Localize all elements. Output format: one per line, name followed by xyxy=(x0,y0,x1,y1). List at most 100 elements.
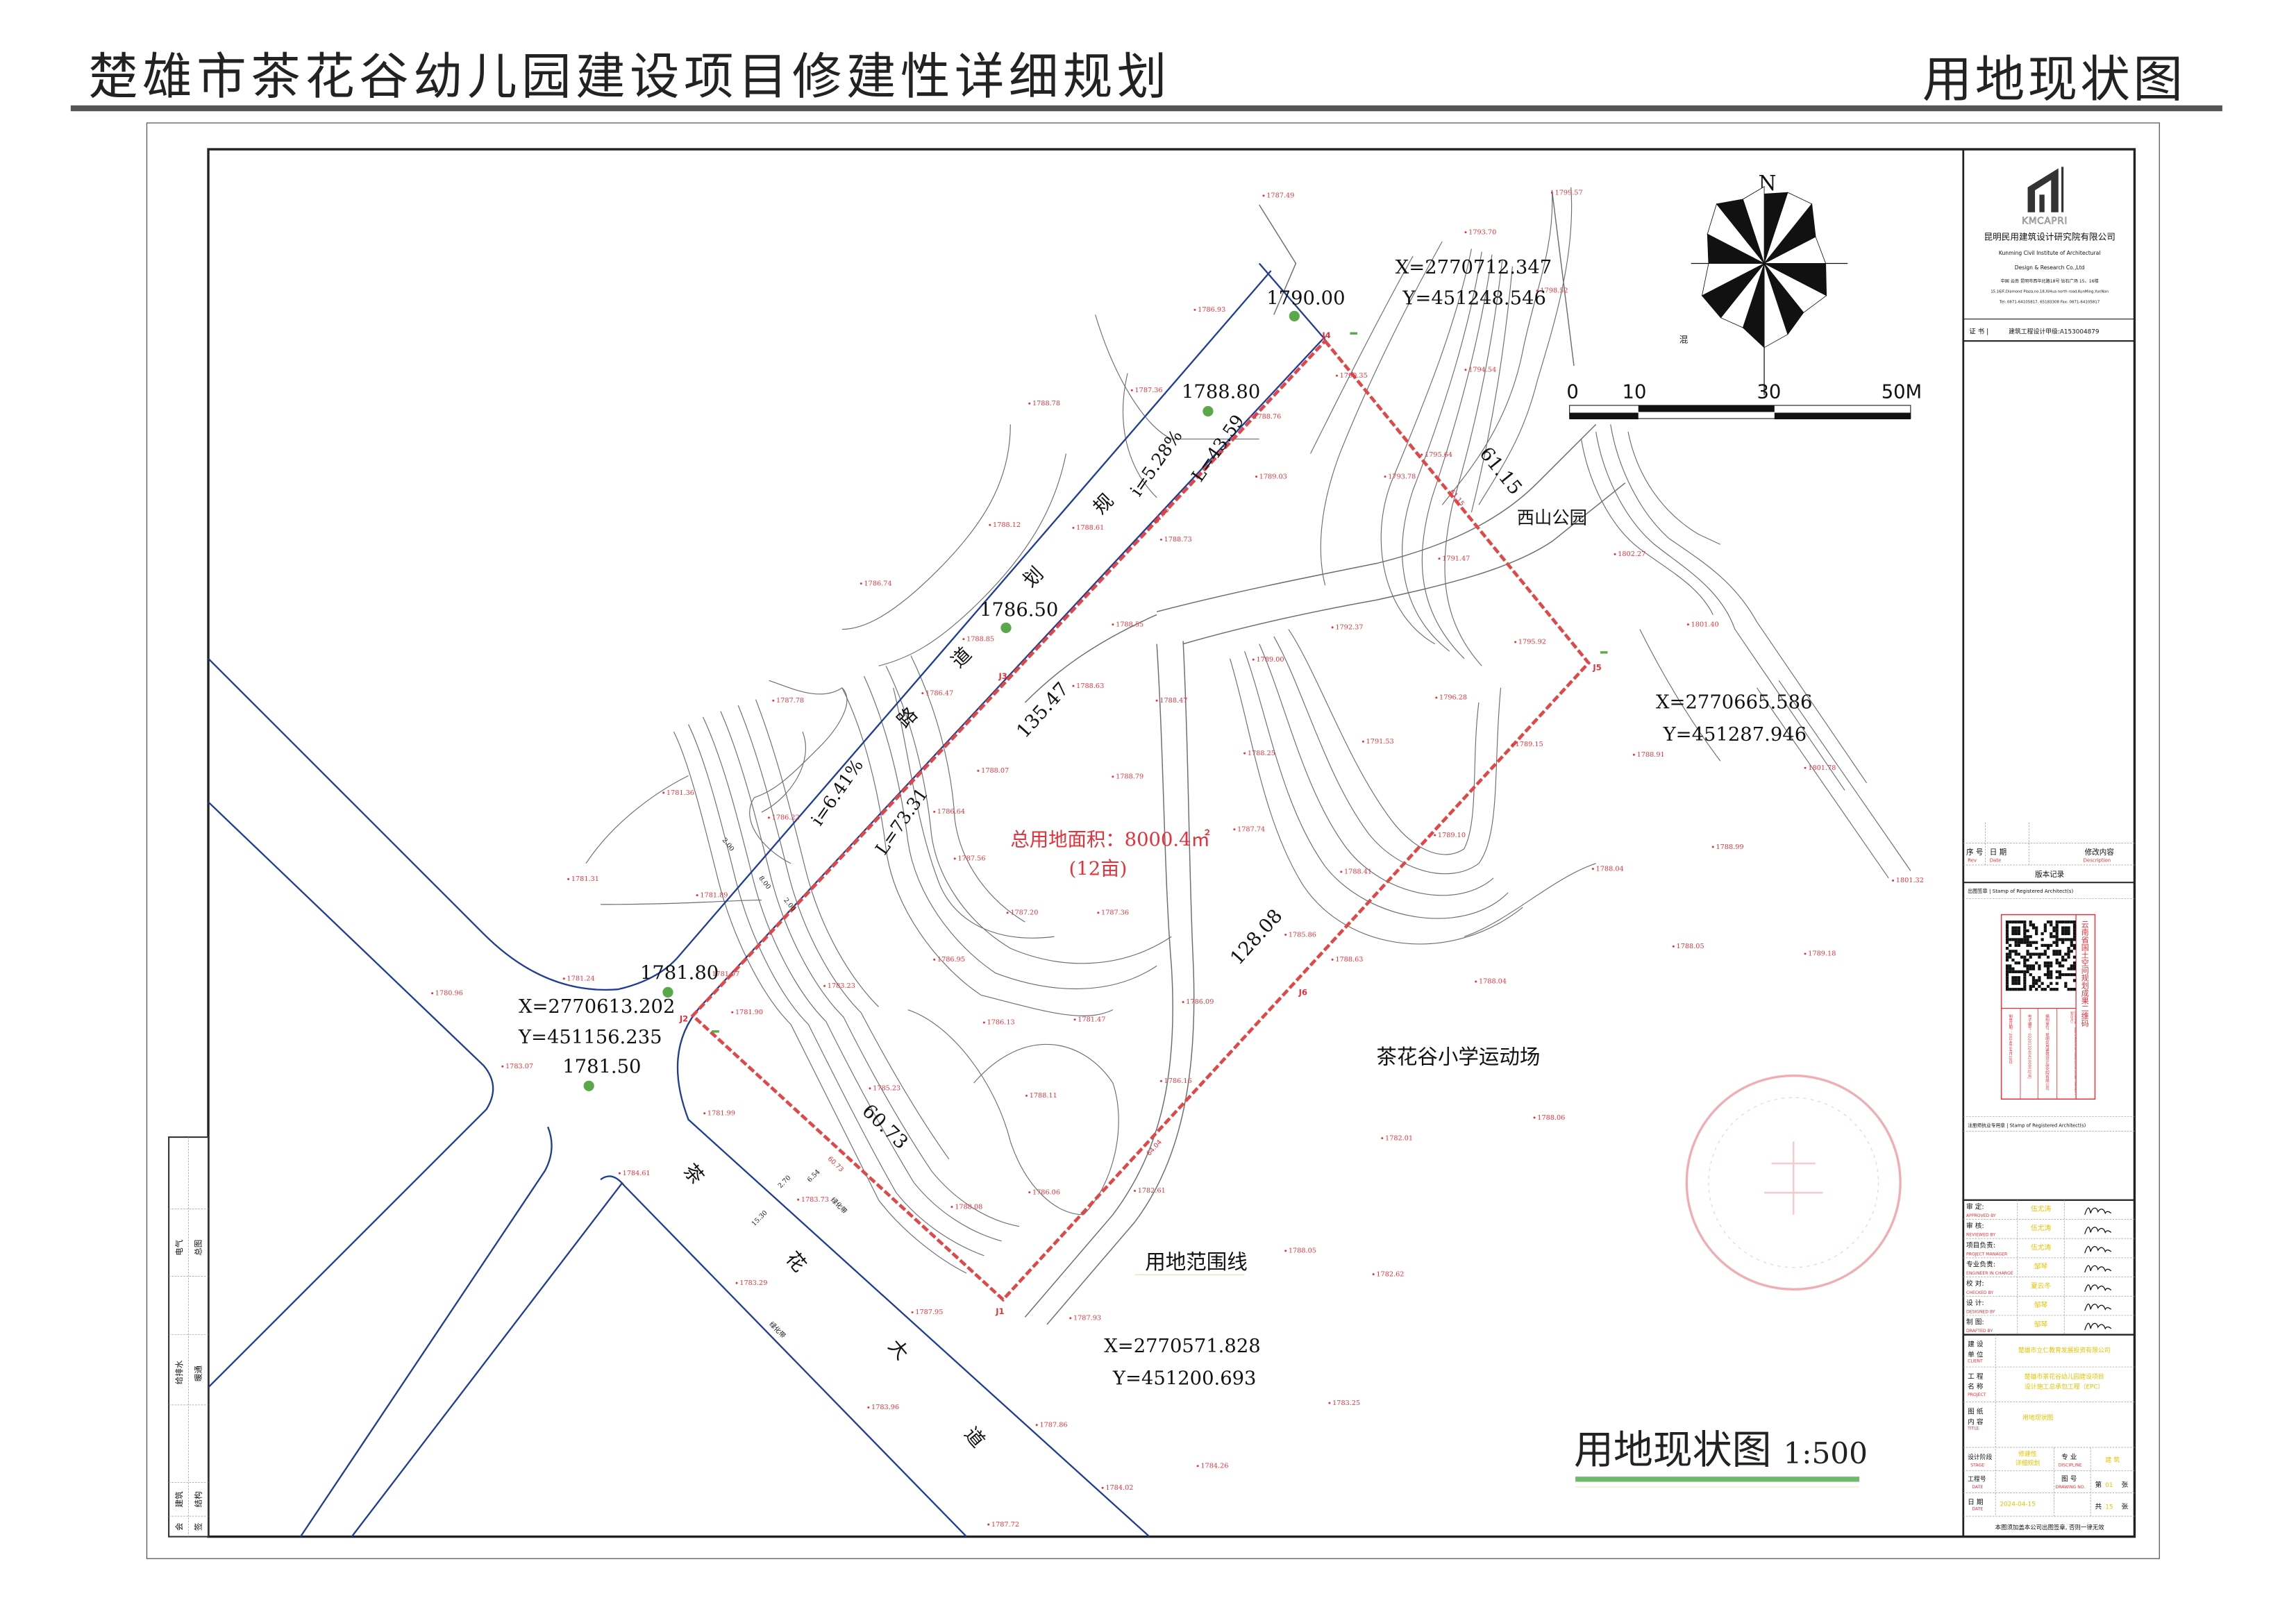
total-sheets: 15 xyxy=(2105,1504,2113,1511)
signature-role-en: ENGINEER IN CHARGE xyxy=(1966,1271,2013,1276)
spot-elevation-value: 1787.74 xyxy=(1237,825,1265,833)
spot-elevation-value: 1788.61 xyxy=(1076,524,1104,532)
spot-elevation: 1783.23 xyxy=(823,982,855,990)
signatory-name: 邹琴 xyxy=(2034,1300,2048,1309)
spot-elevation-value: 1783.23 xyxy=(828,982,855,990)
design-stage-2: 详细规划 xyxy=(2016,1458,2041,1467)
contour-lines xyxy=(585,187,1911,1274)
spot-elevation: 1789.15 xyxy=(1511,741,1543,748)
spot-elevation-value: 1787.56 xyxy=(957,855,985,863)
certificate-value: 建筑工程设计甲级:A153004879 xyxy=(2009,328,2099,336)
spot-dot xyxy=(431,992,434,995)
project-label-en: PROJECT xyxy=(1968,1393,1986,1397)
spot-dot xyxy=(1233,828,1236,831)
client-label-en: CLIENT xyxy=(1968,1359,1983,1364)
signatory-name: 伍尤涛 xyxy=(2031,1204,2051,1213)
spot-elevation: 1798.52 xyxy=(1536,287,1568,295)
discipline-label-en: DISCIPLINE xyxy=(2059,1463,2082,1468)
spot-dot xyxy=(1097,911,1100,914)
qr-code-icon xyxy=(2005,920,2077,991)
spot-elevation-value: 1787.95 xyxy=(915,1309,943,1316)
spot-elevation-value: 1787.86 xyxy=(1039,1422,1067,1429)
spot-elevation: 1789.03 xyxy=(1255,473,1287,480)
point-J2: J2 xyxy=(679,1014,688,1024)
job-no-label: 工程号 xyxy=(1968,1476,1986,1483)
spot-dot xyxy=(950,1206,953,1209)
spot-elevation: 1787.78 xyxy=(772,697,804,705)
spot-dot xyxy=(933,958,936,961)
spot-elevation-value: 1783.07 xyxy=(505,1063,533,1070)
spot-dot xyxy=(989,523,991,526)
spot-dot xyxy=(662,791,665,794)
countersign-qian: 签 xyxy=(193,1522,203,1531)
signature-role: 制 图: xyxy=(1966,1318,1984,1327)
spot-elevation: 1788.05 xyxy=(1672,943,1704,950)
spot-elevation: 1786.95 xyxy=(933,956,965,964)
spot-dot xyxy=(1130,389,1133,392)
spot-elevation-value: 1781.99 xyxy=(707,1109,735,1117)
outer-frame xyxy=(146,122,2160,1559)
signature-role: 专业负责: xyxy=(1966,1259,1995,1268)
total-area-label: 总用地面积：8000.4㎡ xyxy=(1010,830,1210,851)
spot-elevation: 1781.89 xyxy=(696,891,728,899)
spot-elevation: 1786.13 xyxy=(982,1019,1015,1027)
coord-y: Y=451156.235 xyxy=(518,1027,662,1048)
spot-elevation-value: 1788.91 xyxy=(1637,751,1665,759)
spot-elevation: 1787.20 xyxy=(1006,909,1038,917)
spot-dot xyxy=(1464,231,1467,234)
spot-dot xyxy=(1475,980,1477,983)
countersign-hui: 会 xyxy=(174,1522,184,1531)
spot-dot xyxy=(1711,846,1714,848)
spot-elevation: 1788.79 xyxy=(1112,773,1143,781)
spot-elevation: 1781.99 xyxy=(703,1109,735,1117)
coord-y: Y=451248.546 xyxy=(1402,288,1546,310)
spot-dot xyxy=(1155,699,1158,702)
spot-dot xyxy=(977,769,980,772)
countersign-hvac: 暖通 xyxy=(193,1365,203,1382)
spot-dot xyxy=(1101,1486,1104,1489)
signature-role: 审 核: xyxy=(1966,1221,1984,1230)
point-J6: J6 xyxy=(1298,988,1307,998)
description-header: 修改内容 xyxy=(2085,848,2115,857)
spot-elevation-value: 1786.93 xyxy=(1198,306,1225,314)
rev-header-en: Rev xyxy=(1968,858,1977,864)
green-markers xyxy=(583,310,1608,1091)
spot-elevation: 1786.64 xyxy=(933,808,965,816)
spot-elevation-value: 1801.32 xyxy=(1896,877,1924,884)
spot-elevation-value: 1786.64 xyxy=(937,808,965,816)
spot-elevation-value: 1781.24 xyxy=(567,975,595,982)
point-J3: J3 xyxy=(998,671,1007,681)
spot-elevation: 1787.72 xyxy=(987,1521,1019,1529)
signatory-name: 夏云冬 xyxy=(2031,1281,2051,1290)
spot-dot xyxy=(1335,374,1338,377)
spot-dot xyxy=(1159,538,1162,541)
spot-elevation-value: 1789.03 xyxy=(1259,473,1287,480)
handwritten-signature xyxy=(2084,1265,2112,1273)
spot-elevation-value: 1788.25 xyxy=(1248,750,1275,757)
spot-elevation-value: 1786.09 xyxy=(1186,998,1214,1006)
spot-elevation: 1786.16 xyxy=(1159,1077,1192,1085)
spot-dot xyxy=(1159,1079,1162,1082)
spot-elevation: 1787.49 xyxy=(1262,192,1294,200)
spot-elevation: 1787.86 xyxy=(1035,1422,1068,1429)
spot-dot xyxy=(501,1065,504,1068)
spot-elevation-value: 1787.36 xyxy=(1101,909,1129,917)
certificate-label: 证 书 | xyxy=(1969,328,1988,336)
spot-dot xyxy=(1243,752,1246,755)
drawing-no-label-en: DRAWING NO. xyxy=(2056,1485,2086,1490)
drawing-content: 用地现状图 xyxy=(2022,1413,2053,1422)
spot-dot xyxy=(1331,626,1334,629)
spot-dot xyxy=(1804,766,1807,769)
spot-elevation: 1781.47 xyxy=(1073,1016,1105,1024)
design-elevations: 1790.00 1788.80 1786.50 1781.80 1781.50 xyxy=(562,288,1345,1078)
spot-elevation: 1788.06 xyxy=(1533,1114,1565,1122)
date-label-en: DATE xyxy=(1972,1507,1983,1512)
spot-elevation-value: 1786.47 xyxy=(925,689,953,697)
job-no-label-en: DATE xyxy=(1972,1485,1983,1490)
signature-role-en: CHECKED BY xyxy=(1966,1290,1993,1295)
spot-dot xyxy=(696,894,698,897)
spot-dot xyxy=(1035,1424,1038,1427)
sheet-suffix: 张 xyxy=(2121,1481,2128,1489)
spot-dot xyxy=(1073,1018,1076,1021)
